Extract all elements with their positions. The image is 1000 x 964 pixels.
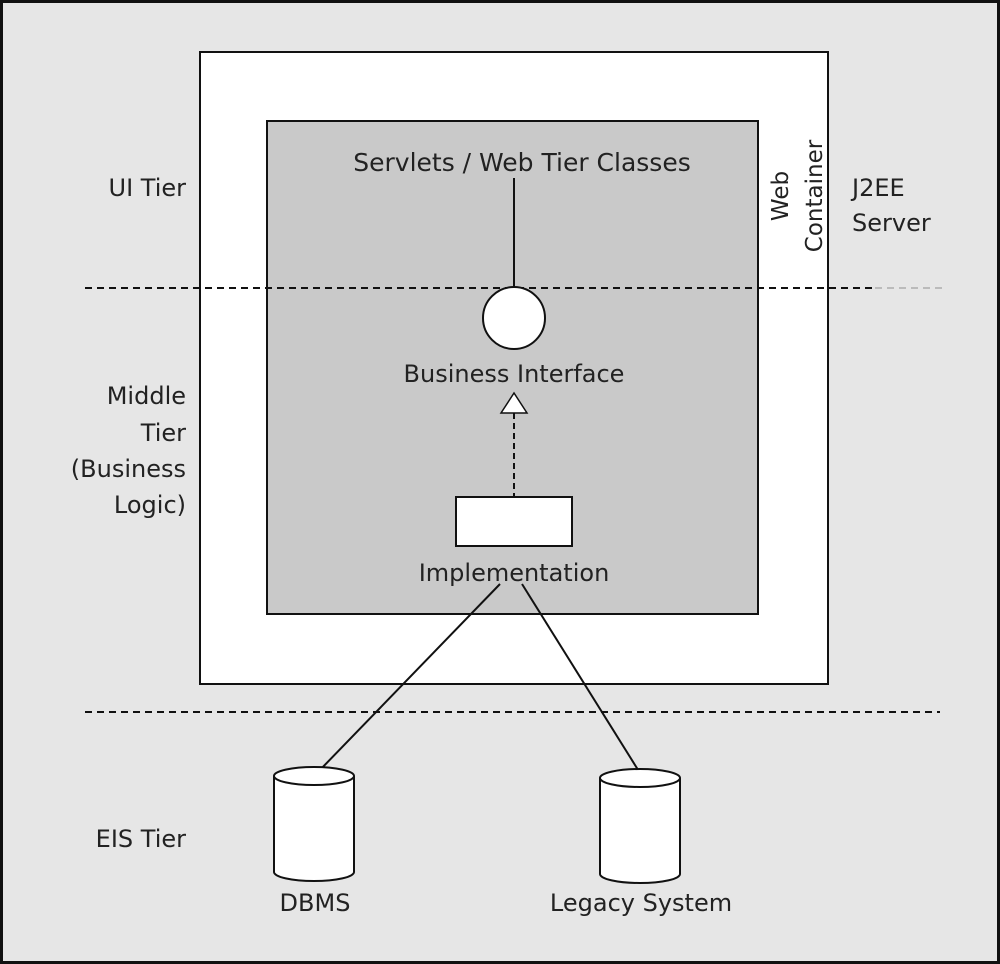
- realization-arrow-icon: [499, 391, 529, 414]
- implementation-box: [455, 496, 573, 547]
- middle-tier-label-line1: Middle: [107, 382, 186, 410]
- dbms-label: DBMS: [280, 889, 351, 917]
- middle-tier-label-line4: Logic): [114, 491, 186, 519]
- web-container-label-line1: Web: [768, 171, 794, 221]
- web-container-label-line2: Container: [802, 139, 828, 252]
- j2ee-server-label-line1: J2EE: [850, 174, 905, 202]
- implementation-label: Implementation: [419, 559, 610, 587]
- business-interface-circle: [482, 286, 546, 350]
- impl-dbms-connector: [317, 583, 501, 773]
- middle-tier-label-line2: Tier: [140, 419, 186, 447]
- impl-legacy-connector: [521, 583, 641, 774]
- legacy-system-label: Legacy System: [550, 889, 732, 917]
- eis-tier-label: EIS Tier: [96, 825, 186, 853]
- web-container-box: [266, 120, 759, 615]
- business-interface-label: Business Interface: [404, 360, 625, 388]
- middle-tier-label-line3: (Business: [71, 455, 186, 483]
- servlets-label: Servlets / Web Tier Classes: [353, 148, 690, 177]
- j2ee-server-label-line2: Server: [852, 209, 931, 237]
- ui-tier-label: UI Tier: [109, 174, 187, 202]
- legacy-system-cylinder-icon: [599, 768, 681, 884]
- dbms-cylinder-icon: [273, 766, 355, 882]
